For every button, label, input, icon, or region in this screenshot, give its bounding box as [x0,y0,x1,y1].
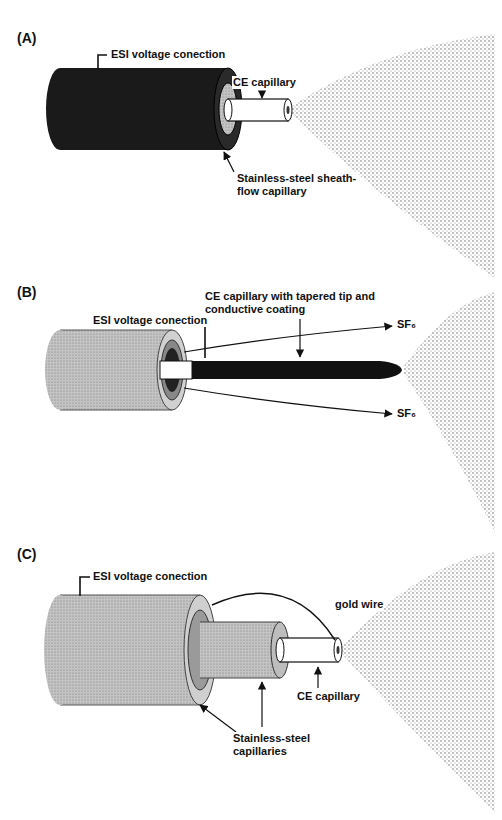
gas-label: SF₆ [396,407,417,420]
gas-flow-arrow [184,326,392,352]
part-label: Stainless-steel capillaries [232,732,350,758]
outer-steel-capillary [44,595,216,705]
sheath-flow-capillary [46,68,242,150]
panel-letter: (C) [16,546,37,563]
part-label: CE capillary [232,76,297,89]
electrospray-plume [342,552,495,812]
leader-line [98,55,107,70]
gas-label: SF₆ [396,318,417,331]
inner-steel-capillary [200,622,289,678]
leader-arrow [261,682,262,727]
leader-arrow [200,705,236,732]
part-label: CE capillary [296,690,361,703]
panel-letter: (B) [16,284,37,301]
tapered-ce-capillary [160,361,402,379]
gas-flow-arrow [184,388,392,414]
gold-wire [212,593,335,640]
ce-capillary [276,638,342,662]
part-label: ESI voltage conection [92,314,208,327]
leader-arrow [224,152,234,172]
part-label: gold wire [334,598,384,611]
panel-letter: (A) [16,30,37,47]
leader-arrow [317,667,318,688]
part-label: ESI voltage conection [92,570,208,583]
leader-arrow [261,92,262,98]
ce-capillary [224,99,292,121]
leader-arrow [299,319,300,357]
leader-line [80,577,90,596]
part-label: CE capillary with tapered tip and conduc… [204,290,396,316]
electrospray-plume [292,34,495,278]
electrospray-plume [404,292,495,532]
part-label: ESI voltage conection [110,48,226,61]
part-label: Stainless-steel sheath-flow capillary [236,172,358,198]
